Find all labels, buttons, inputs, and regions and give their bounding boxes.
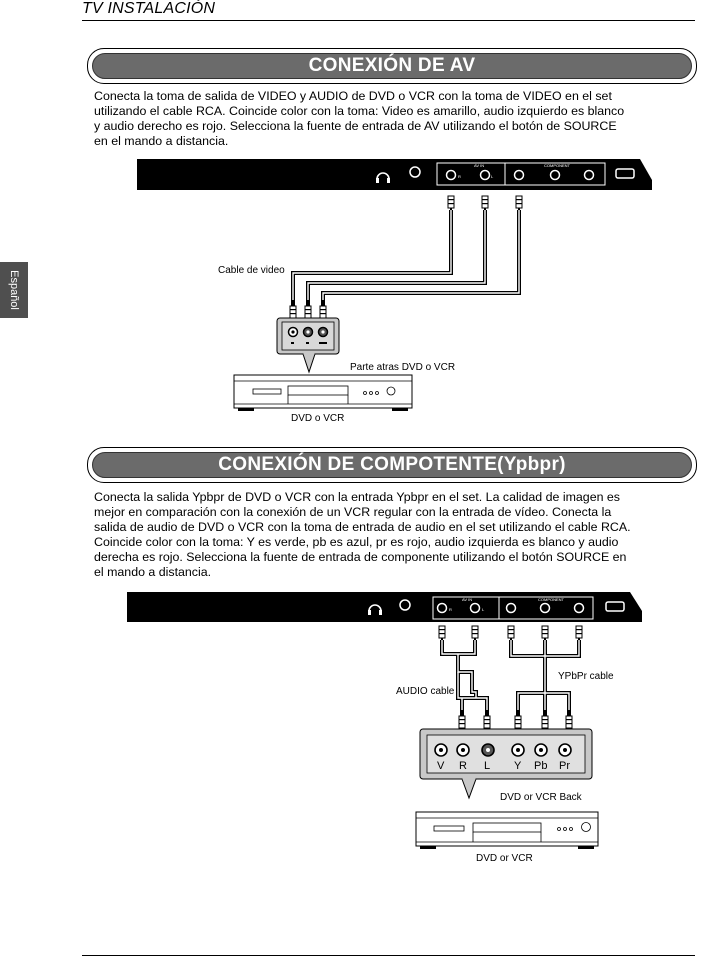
language-tab: Español xyxy=(0,262,28,318)
back-panel-label-2: DVD or VCR Back xyxy=(500,792,583,803)
device-back-panel-2 xyxy=(419,728,593,800)
section1-banner: CONEXIÓN DE AV xyxy=(87,48,697,84)
back-panel-label-1: Parte atras DVD o VCR xyxy=(350,362,455,373)
video-cable-label: Cable de video xyxy=(218,265,285,276)
dvd-device-2 xyxy=(415,811,599,849)
panel-av-in-label: AV IN xyxy=(462,597,472,602)
device-label-2: DVD or VCR xyxy=(476,853,533,864)
dvd-device-1 xyxy=(233,374,413,411)
section2-line: salida de audio de DVD o VCR con la toma… xyxy=(94,520,631,534)
panel-component-label: COMPONENT xyxy=(538,597,565,602)
section1-line: en el mando a distancia. xyxy=(94,134,229,148)
panel-av-in-label: AV IN xyxy=(474,163,484,168)
jack-label: Pb xyxy=(534,760,547,772)
section2-line: el mando a distancia. xyxy=(94,565,212,579)
section2-line: mejor en comparación con la conexión de … xyxy=(94,505,612,519)
section1-line: y audio derecho es rojo. Selecciona la f… xyxy=(94,119,617,133)
jack-icon xyxy=(409,166,421,178)
tv-panel-2: AV IN COMPONENT R L xyxy=(127,592,642,622)
section2-line: Coincide color con la toma: Y es verde, … xyxy=(94,535,619,549)
tv-panel-1: AV IN COMPONENT R L xyxy=(137,159,652,190)
section1-title: CONEXIÓN DE AV xyxy=(308,55,476,76)
ypbpr-cable-label: YPbPr cable xyxy=(558,671,614,682)
section2-line: Conecta la salida Ypbpr de DVD o VCR con… xyxy=(94,490,621,504)
jack-icon xyxy=(399,599,411,611)
section2-line: derecha es rojo. Selecciona la fuente de… xyxy=(94,550,627,564)
device-label-1: DVD o VCR xyxy=(291,413,344,424)
audio-cable-label: AUDIO cable xyxy=(396,686,455,697)
panel-l-label: L xyxy=(491,174,494,179)
jack-label: V xyxy=(437,760,445,772)
section1-line: Conecta la toma de salida de VIDEO y AUD… xyxy=(94,89,612,103)
section2-banner: CONEXIÓN DE COMPOTENTE(Ypbpr) xyxy=(87,447,697,483)
footer-rule xyxy=(82,955,695,956)
jack-label: R xyxy=(459,760,467,772)
page-header: TV INSTALACIÓN xyxy=(82,0,216,17)
section1-paragraph: Conecta la toma de salida de VIDEO y AUD… xyxy=(94,89,624,149)
jack-label: Y xyxy=(514,760,522,772)
section2-paragraph: Conecta la salida Ypbpr de DVD o VCR con… xyxy=(94,490,631,580)
panel-r-label: R xyxy=(449,607,452,612)
panel-r-label: R xyxy=(458,174,461,179)
header-rule xyxy=(82,20,695,21)
panel-component-label: COMPONENT xyxy=(544,163,571,168)
device-back-panel-1 xyxy=(276,317,340,374)
section1-line: utilizando el cable RCA. Coincide color … xyxy=(94,104,625,118)
section2-title: CONEXIÓN DE COMPOTENTE(Ypbpr) xyxy=(218,454,566,475)
panel-l-label: L xyxy=(482,607,485,612)
jack-label: L xyxy=(484,760,490,772)
jack-label: Pr xyxy=(559,760,570,772)
